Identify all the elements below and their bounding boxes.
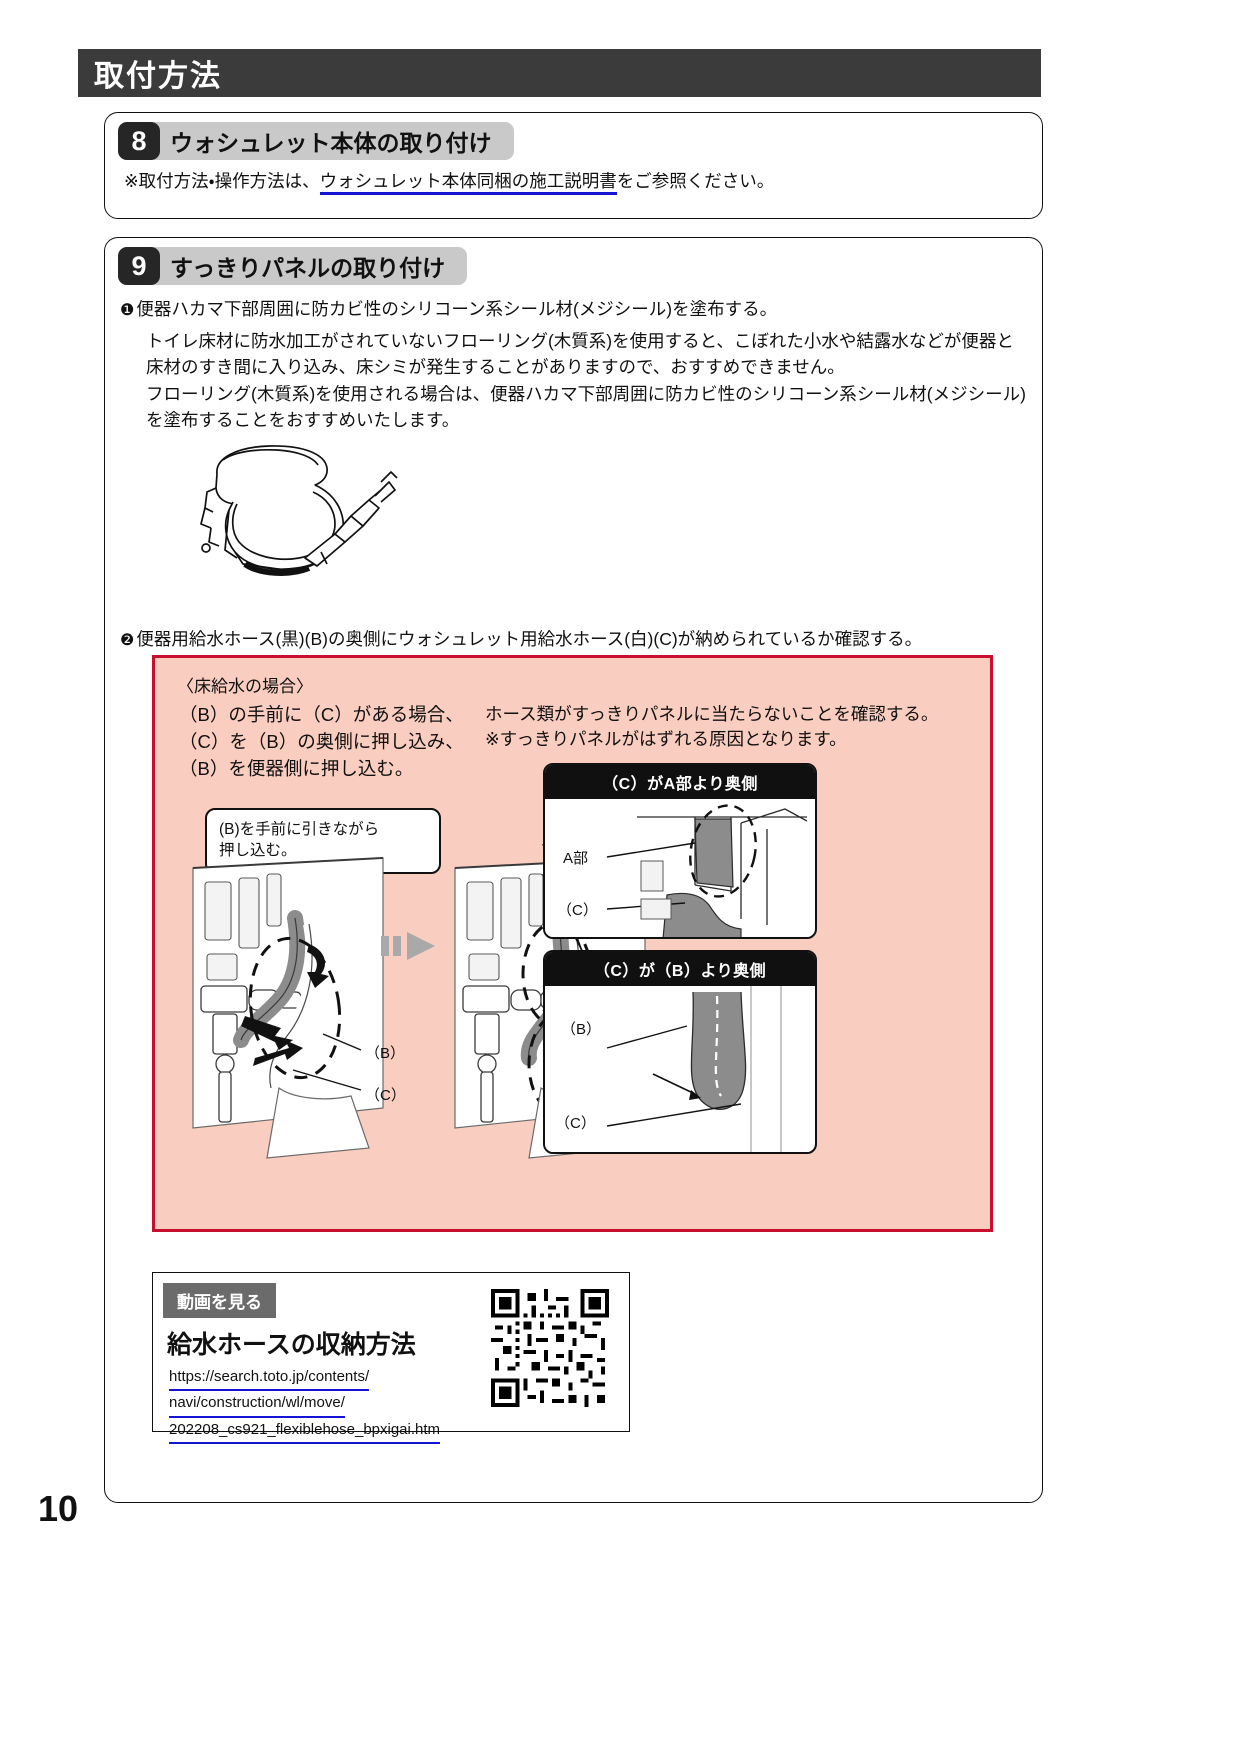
left-line: （B）の手前に（C）がある場合、 xyxy=(179,704,464,725)
inset-panel-a: （C）がA部より奥側 xyxy=(543,763,817,939)
item-marker-2: ❷ xyxy=(120,632,135,649)
step-number-badge-9: 9 xyxy=(118,247,160,285)
paragraph-line: フローリング(木質系)を使用される場合は、便器ハカマ下部周囲に防カビ性のシリコー… xyxy=(146,383,1026,404)
left-line: （B）を便器側に押し込む。 xyxy=(179,757,414,779)
paragraph-line: を塗布することをおすすめいたします。 xyxy=(146,409,460,430)
inset-b-label-c: （C） xyxy=(555,1115,596,1132)
bubble-line: (B)を手前に引きながら xyxy=(219,821,380,838)
label-b-before: （B） xyxy=(365,1045,406,1062)
step-title-8: ウォシュレット本体の取り付け xyxy=(154,122,514,160)
section-8-note: ※取付方法・操作方法は、ウォシュレット本体同梱の施工説明書をご参照ください。 xyxy=(124,168,775,195)
left-line: （C）を（B）の奥側に押し込み、 xyxy=(179,730,464,752)
url-line[interactable]: https://search.toto.jp/contents/ xyxy=(169,1365,370,1392)
video-tag-badge: 動画を見る xyxy=(163,1283,276,1318)
qr-code-icon[interactable] xyxy=(491,1289,609,1407)
toilet-caulking-illustration xyxy=(185,438,415,588)
note-link[interactable]: ウォシュレット本体同梱の施工説明書 xyxy=(319,171,617,195)
inset-b-label-b: （B） xyxy=(561,1021,602,1038)
paragraph-line: 床材のすき間に入り込み、床シミが発生することがありますので、おすすめできません。 xyxy=(146,357,845,378)
page-title: 取付方法 xyxy=(94,60,222,93)
bubble-line: 押し込む。 xyxy=(219,841,297,859)
video-url[interactable]: https://search.toto.jp/contents/ navi/co… xyxy=(169,1365,441,1444)
video-title: 給水ホースの収納方法 xyxy=(167,1331,416,1359)
inset-a-label-a: A部 xyxy=(563,850,589,867)
pink-box-right-text: ホース類がすっきりパネルに当たらないことを確認する。 ※すっきりパネルがはずれる… xyxy=(485,702,938,753)
right-line: ※すっきりパネルがはずれる原因となります。 xyxy=(485,729,847,750)
url-line[interactable]: 202208_cs921_flexiblehose_bpxigai.htm xyxy=(169,1418,441,1444)
right-line: ホース類がすっきりパネルに当たらないことを確認する。 xyxy=(485,704,939,724)
note-suffix: をご参照ください。 xyxy=(616,171,775,191)
note-prefix: ※取付方法・操作方法は、 xyxy=(124,171,320,191)
inset-a-label-c: （C） xyxy=(557,902,598,919)
before-state-illustration: （B） （C） xyxy=(183,857,433,1168)
section-heading-9: 9 すっきりパネルの取り付け xyxy=(118,247,468,285)
item-1-text: 便器ハカマ下部周囲に防カビ性のシリコーン系シール材(メジシール)を塗布する。 xyxy=(136,299,778,319)
item-2-text: 便器用給水ホース(黒)(B)の奥側にウォシュレット用給水ホース(白)(C)が納め… xyxy=(136,629,923,649)
pink-box-heading: 〈床給水の場合〉 xyxy=(177,677,313,696)
page-header-bar: 取付方法 xyxy=(78,49,1041,97)
inset-b-caption: （C）が（B）より奥側 xyxy=(545,952,815,986)
inset-a-caption: （C）がA部より奥側 xyxy=(545,765,815,799)
step-number-badge-8: 8 xyxy=(118,122,160,160)
url-line[interactable]: navi/construction/wl/move/ xyxy=(169,1391,345,1418)
floor-supply-warning-box: 〈床給水の場合〉 （B）の手前に（C）がある場合、 （C）を（B）の奥側に押し込… xyxy=(152,655,993,1232)
step-title-9: すっきりパネルの取り付け xyxy=(154,247,468,285)
item-marker-1: ❶ xyxy=(120,302,135,319)
pink-box-left-text: （B）の手前に（C）がある場合、 （C）を（B）の奥側に押し込み、 （B）を便器… xyxy=(179,702,464,782)
label-c-before: （C） xyxy=(365,1087,406,1104)
paragraph-line: トイレ床材に防水加工がされていないフローリング(木質系)を使用すると、こぼれた小… xyxy=(146,331,1014,351)
section-heading-8: 8 ウォシュレット本体の取り付け xyxy=(118,122,514,160)
transition-arrow-icon xyxy=(381,926,441,966)
page-number: 10 xyxy=(38,1488,79,1529)
step9-item1-paragraph: トイレ床材に防水加工がされていないフローリング(木質系)を使用すると、こぼれた小… xyxy=(146,328,1026,433)
video-reference-card[interactable]: 動画を見る 給水ホースの収納方法 https://search.toto.jp/… xyxy=(152,1272,630,1444)
inset-panel-b: （C）が（B）より奥側 （B） （C） xyxy=(543,950,817,1154)
